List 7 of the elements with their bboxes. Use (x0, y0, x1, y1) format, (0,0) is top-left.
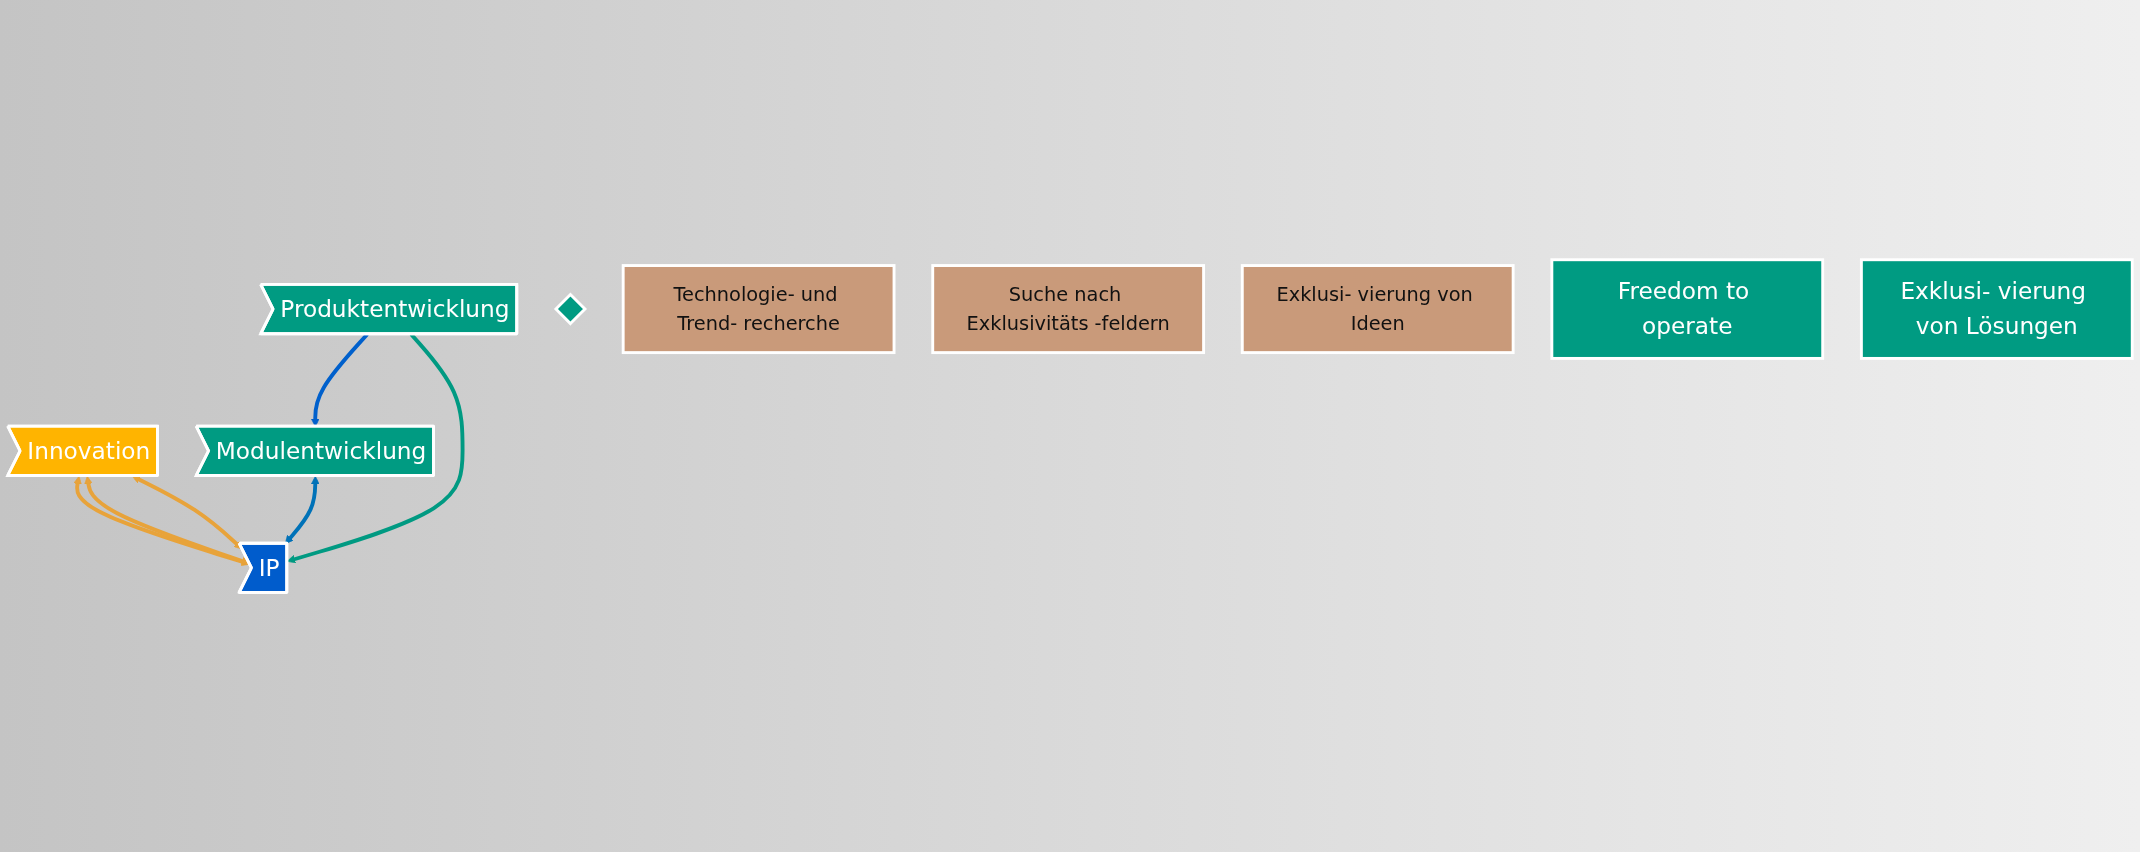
node-box: Exklusi- vierung von Lösungen (1859, 258, 2134, 360)
node-box: Technologie- und Trend- recherche (621, 263, 896, 354)
node-box: Suche nach Exklusivitäts -feldern (931, 263, 1206, 354)
node-box: Exklusi- vierung von Ideen (1240, 263, 1515, 354)
node-box: Freedom to operate (1550, 258, 1825, 360)
arrow (284, 475, 320, 544)
node-diamond (553, 292, 587, 326)
